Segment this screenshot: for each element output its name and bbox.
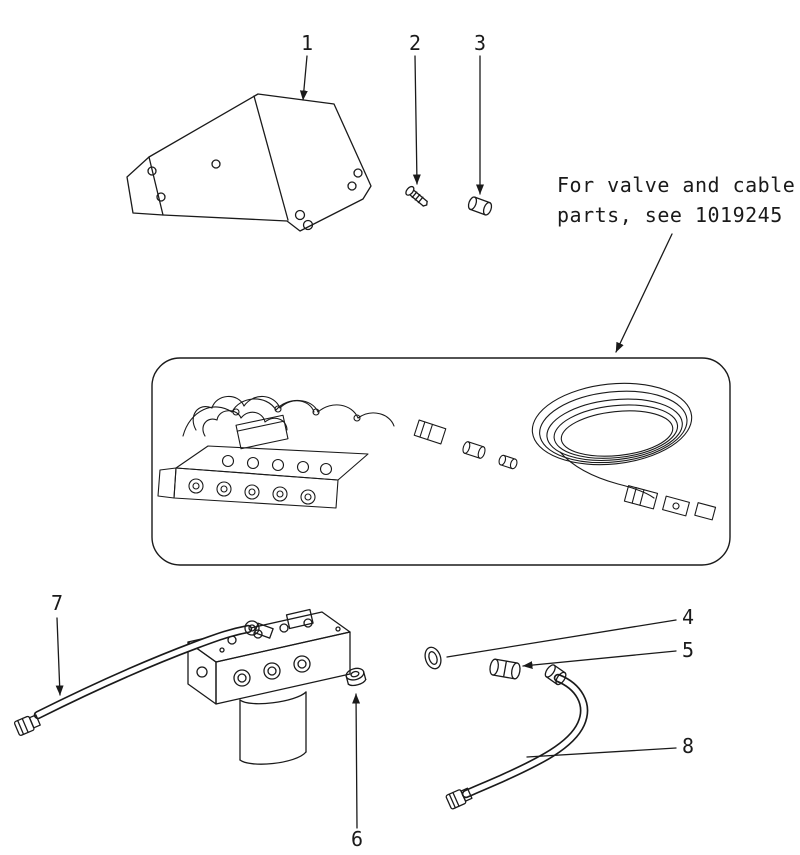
callout-2-label: 2 bbox=[409, 31, 421, 55]
note-leader bbox=[615, 233, 673, 353]
sleeve-part-3 bbox=[467, 196, 493, 216]
callout-1-label: 1 bbox=[301, 31, 313, 55]
callout-7-leader bbox=[55, 617, 64, 696]
callout-5-leader bbox=[522, 650, 677, 670]
callout-4: 4 bbox=[446, 605, 694, 658]
callout-6-label: 6 bbox=[351, 827, 363, 851]
hose-8-end-fitting bbox=[445, 787, 473, 810]
callout-7-label: 7 bbox=[51, 591, 63, 615]
hose-7 bbox=[13, 620, 274, 736]
o-ring-part-4 bbox=[424, 646, 442, 670]
callout-2-leader bbox=[412, 55, 421, 185]
callout-8-label: 8 bbox=[682, 734, 694, 758]
fitting-part-6 bbox=[345, 667, 367, 687]
hose-7-banjo-fitting bbox=[244, 620, 274, 639]
callout-8-leader bbox=[526, 747, 677, 758]
hose-8 bbox=[445, 664, 589, 810]
callout-5: 5 bbox=[522, 638, 694, 670]
screw-part-2 bbox=[405, 185, 428, 207]
reference-note: For valve and cable parts, see 1019245 bbox=[557, 173, 795, 353]
valve-cable-assembly bbox=[157, 395, 518, 509]
callout-3: 3 bbox=[474, 31, 486, 195]
callout-4-leader bbox=[446, 619, 677, 658]
callout-2: 2 bbox=[409, 31, 421, 185]
bracket-cover bbox=[126, 93, 372, 232]
reference-box bbox=[151, 357, 731, 566]
hose-8-elbow-nut bbox=[544, 664, 567, 686]
callout-8: 8 bbox=[526, 734, 694, 758]
note-line-1: For valve and cable bbox=[557, 173, 795, 197]
callout-1-leader bbox=[299, 55, 308, 101]
callout-3-label: 3 bbox=[474, 31, 486, 55]
cable-coil bbox=[531, 382, 717, 521]
callout-6: 6 bbox=[351, 693, 363, 851]
callout-4-label: 4 bbox=[682, 605, 694, 629]
callout-6-leader bbox=[352, 693, 361, 829]
note-line-2: parts, see 1019245 bbox=[557, 203, 783, 227]
fitting-part-5 bbox=[489, 658, 521, 680]
callout-7: 7 bbox=[51, 591, 64, 696]
callout-1: 1 bbox=[299, 31, 313, 101]
callout-5-label: 5 bbox=[682, 638, 694, 662]
hose-7-end-fitting bbox=[13, 714, 41, 736]
hydraulic-valve-block bbox=[187, 608, 351, 765]
